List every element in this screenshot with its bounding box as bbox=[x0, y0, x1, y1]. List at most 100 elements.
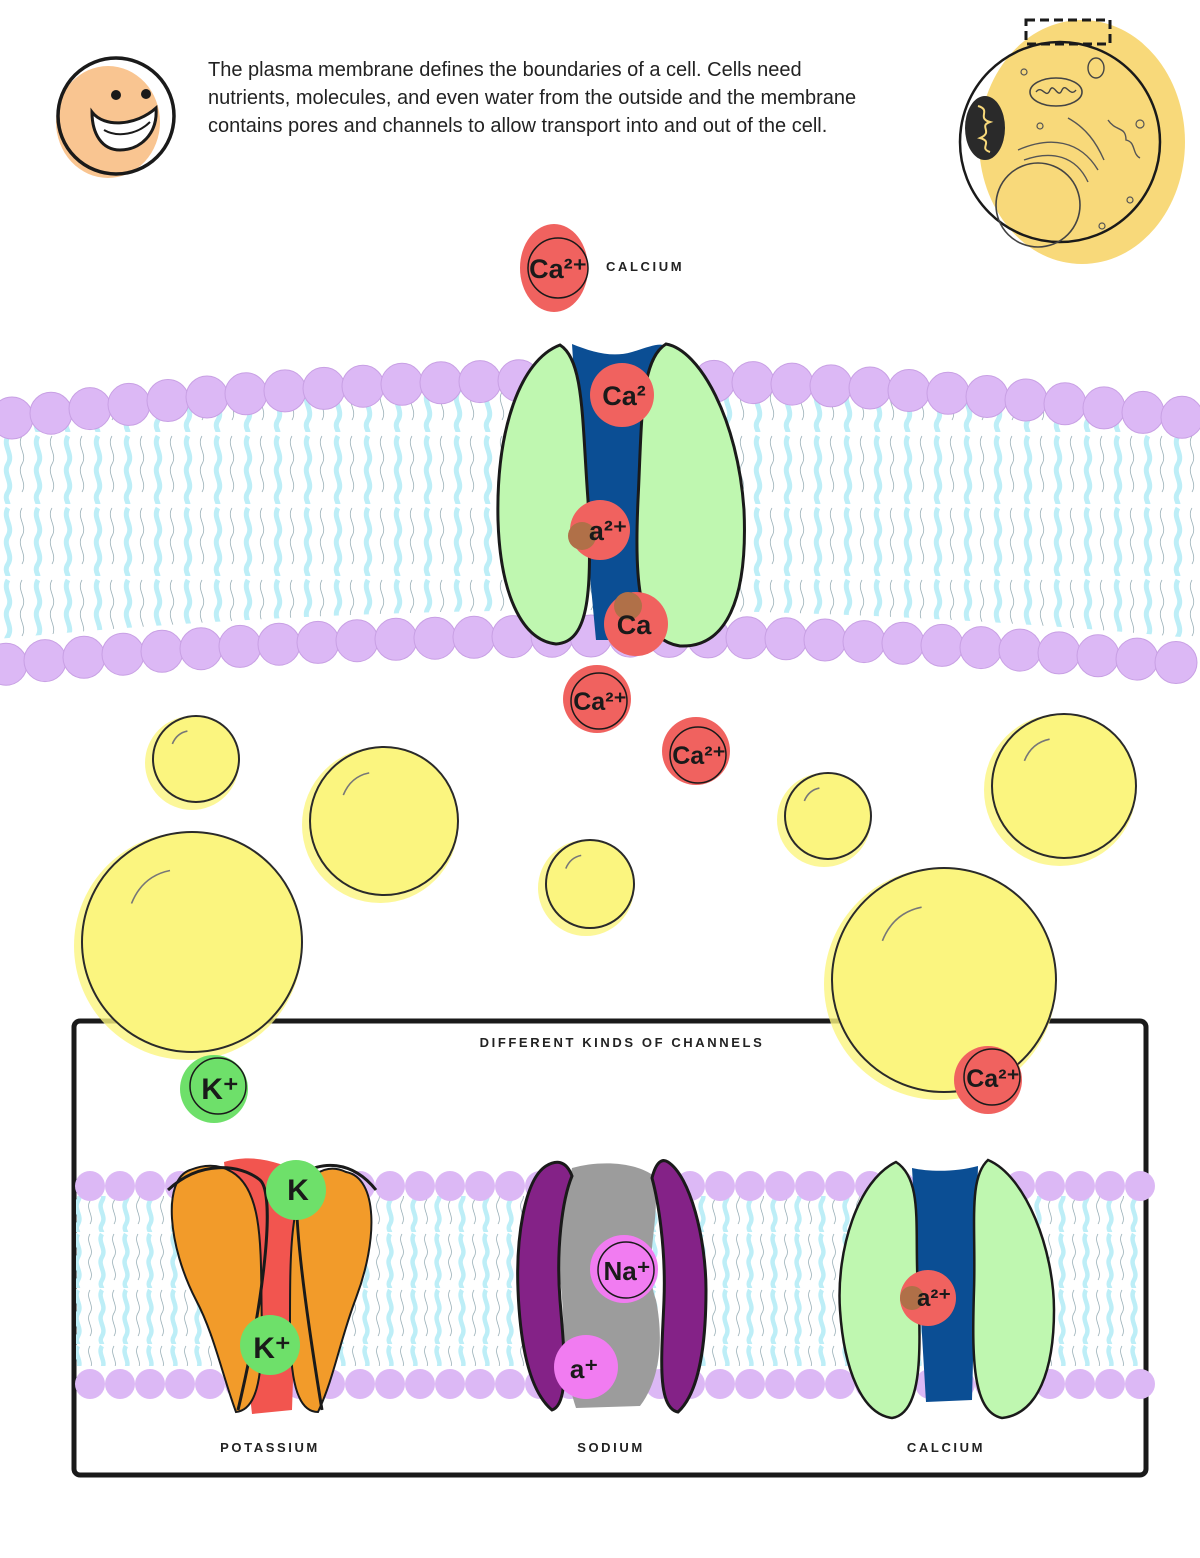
lipid-head bbox=[375, 1171, 405, 1201]
ion-sodium-in-channel-2: a⁺ bbox=[554, 1335, 618, 1399]
lipid-head bbox=[302, 366, 346, 410]
lipid-head bbox=[705, 1171, 735, 1201]
lipid-head bbox=[1154, 641, 1198, 684]
lipid-head bbox=[435, 1369, 465, 1399]
main-calcium-channel bbox=[496, 342, 746, 648]
lipid-head bbox=[146, 379, 190, 422]
zoom-region-icon bbox=[1024, 18, 1112, 46]
lipid-head bbox=[881, 621, 925, 665]
lipid-head bbox=[465, 1171, 495, 1201]
ion-potassium-2-symbol: K⁺ bbox=[253, 1332, 291, 1365]
lipid-head bbox=[105, 1369, 135, 1399]
lipid-head bbox=[68, 387, 112, 431]
lipid-head bbox=[926, 371, 970, 415]
ion-calcium-top-symbol: Ca²⁺ bbox=[529, 254, 587, 284]
lipid-head bbox=[1121, 390, 1165, 434]
lipid-head bbox=[795, 1171, 825, 1201]
lipid-head bbox=[1125, 1171, 1155, 1201]
lipid-head bbox=[735, 1171, 765, 1201]
lipid-head bbox=[1095, 1369, 1125, 1399]
vesicle bbox=[824, 867, 1057, 1100]
vesicle bbox=[777, 772, 872, 867]
ion-potassium-1-symbol: K bbox=[287, 1174, 309, 1207]
lipid-head bbox=[495, 1369, 525, 1399]
lipid-head bbox=[380, 362, 424, 406]
ion-calcium-in-channel-1: Ca² bbox=[590, 363, 654, 427]
ion-calcium-top: Ca²⁺ bbox=[520, 224, 589, 312]
ion-calcium-panel-in-channel: a²⁺ bbox=[900, 1270, 956, 1326]
lipid-head bbox=[29, 391, 73, 435]
lipid-head bbox=[107, 382, 151, 426]
vesicle bbox=[145, 715, 240, 810]
lipid-head bbox=[825, 1369, 855, 1399]
lipid-head bbox=[405, 1369, 435, 1399]
lipid-head bbox=[965, 375, 1009, 418]
ion-calcium-panel-symbol: a²⁺ bbox=[917, 1285, 951, 1312]
ion-calcium-3-symbol: Ca bbox=[617, 610, 652, 640]
lipid-head bbox=[825, 1171, 855, 1201]
ion-calcium-below-1: Ca²⁺ bbox=[563, 665, 631, 733]
lipid-head bbox=[135, 1369, 165, 1399]
lipid-head bbox=[705, 1369, 735, 1399]
lipid-head bbox=[920, 623, 964, 667]
calcium-label-top: CALCIUM bbox=[606, 259, 684, 274]
lipid-head bbox=[959, 626, 1003, 670]
lipid-head bbox=[140, 629, 184, 673]
lipid-head bbox=[458, 360, 502, 404]
calcium-label-panel: CALCIUM bbox=[907, 1440, 985, 1455]
lipid-head bbox=[809, 364, 853, 408]
lipid-head bbox=[405, 1171, 435, 1201]
lipid-head bbox=[1065, 1171, 1095, 1201]
lipid-head bbox=[495, 1171, 525, 1201]
ion-calcium-2-symbol: a²⁺ bbox=[589, 516, 627, 546]
ion-potassium-top-symbol: K⁺ bbox=[201, 1073, 239, 1106]
potassium-label: POTASSIUM bbox=[220, 1440, 320, 1455]
ion-potassium-in-channel-1: K bbox=[266, 1160, 326, 1220]
lipid-head bbox=[1004, 378, 1048, 422]
ion-calcium-panel-top: Ca²⁺ bbox=[954, 1046, 1022, 1114]
lipid-head bbox=[1125, 1369, 1155, 1399]
lipid-head bbox=[1037, 631, 1081, 675]
panel-title: DIFFERENT KINDS OF CHANNELS bbox=[480, 1035, 765, 1050]
sodium-label: SODIUM bbox=[577, 1440, 645, 1455]
lipid-head bbox=[224, 372, 268, 416]
lipid-head bbox=[419, 361, 463, 405]
lipid-head bbox=[770, 362, 814, 406]
lipid-head bbox=[887, 369, 931, 412]
lipid-head bbox=[731, 361, 775, 405]
lipid-head bbox=[75, 1171, 105, 1201]
lipid-head bbox=[735, 1369, 765, 1399]
lipid-head bbox=[1076, 634, 1120, 678]
lipid-head bbox=[435, 1171, 465, 1201]
lipid-head bbox=[263, 369, 307, 413]
lipid-head bbox=[185, 375, 229, 419]
lipid-head bbox=[1043, 382, 1087, 426]
ion-calcium-1-symbol: Ca² bbox=[602, 381, 646, 411]
lipid-head bbox=[795, 1369, 825, 1399]
lipid-head bbox=[465, 1369, 495, 1399]
lipid-head bbox=[374, 617, 418, 661]
ion-calcium-below-1-symbol: Ca²⁺ bbox=[573, 688, 626, 716]
ion-sodium-2-symbol: a⁺ bbox=[570, 1354, 598, 1384]
ion-calcium-in-channel-2: a²⁺ bbox=[568, 500, 630, 560]
lipid-head bbox=[75, 1369, 105, 1399]
vesicle bbox=[302, 746, 459, 903]
lipid-head bbox=[105, 1171, 135, 1201]
smiley-face-icon bbox=[56, 56, 176, 178]
ion-calcium-panel-top-symbol: Ca²⁺ bbox=[966, 1065, 1019, 1093]
lipid-head bbox=[803, 618, 847, 662]
lipid-head bbox=[1095, 1171, 1125, 1201]
lipid-head bbox=[296, 620, 340, 664]
ion-calcium-in-channel-3: Ca bbox=[604, 592, 668, 656]
lipid-head bbox=[1082, 386, 1126, 430]
lipid-head bbox=[1035, 1171, 1065, 1201]
lipid-head bbox=[165, 1369, 195, 1399]
vesicles bbox=[74, 713, 1137, 1100]
vesicle bbox=[538, 839, 635, 936]
lipid-head bbox=[765, 1369, 795, 1399]
lipid-head bbox=[62, 635, 106, 679]
lipid-head bbox=[725, 616, 769, 660]
lipid-head bbox=[998, 628, 1042, 672]
ion-calcium-below-2: Ca²⁺ bbox=[662, 717, 730, 785]
ion-potassium-in-channel-2: K⁺ bbox=[240, 1315, 300, 1375]
